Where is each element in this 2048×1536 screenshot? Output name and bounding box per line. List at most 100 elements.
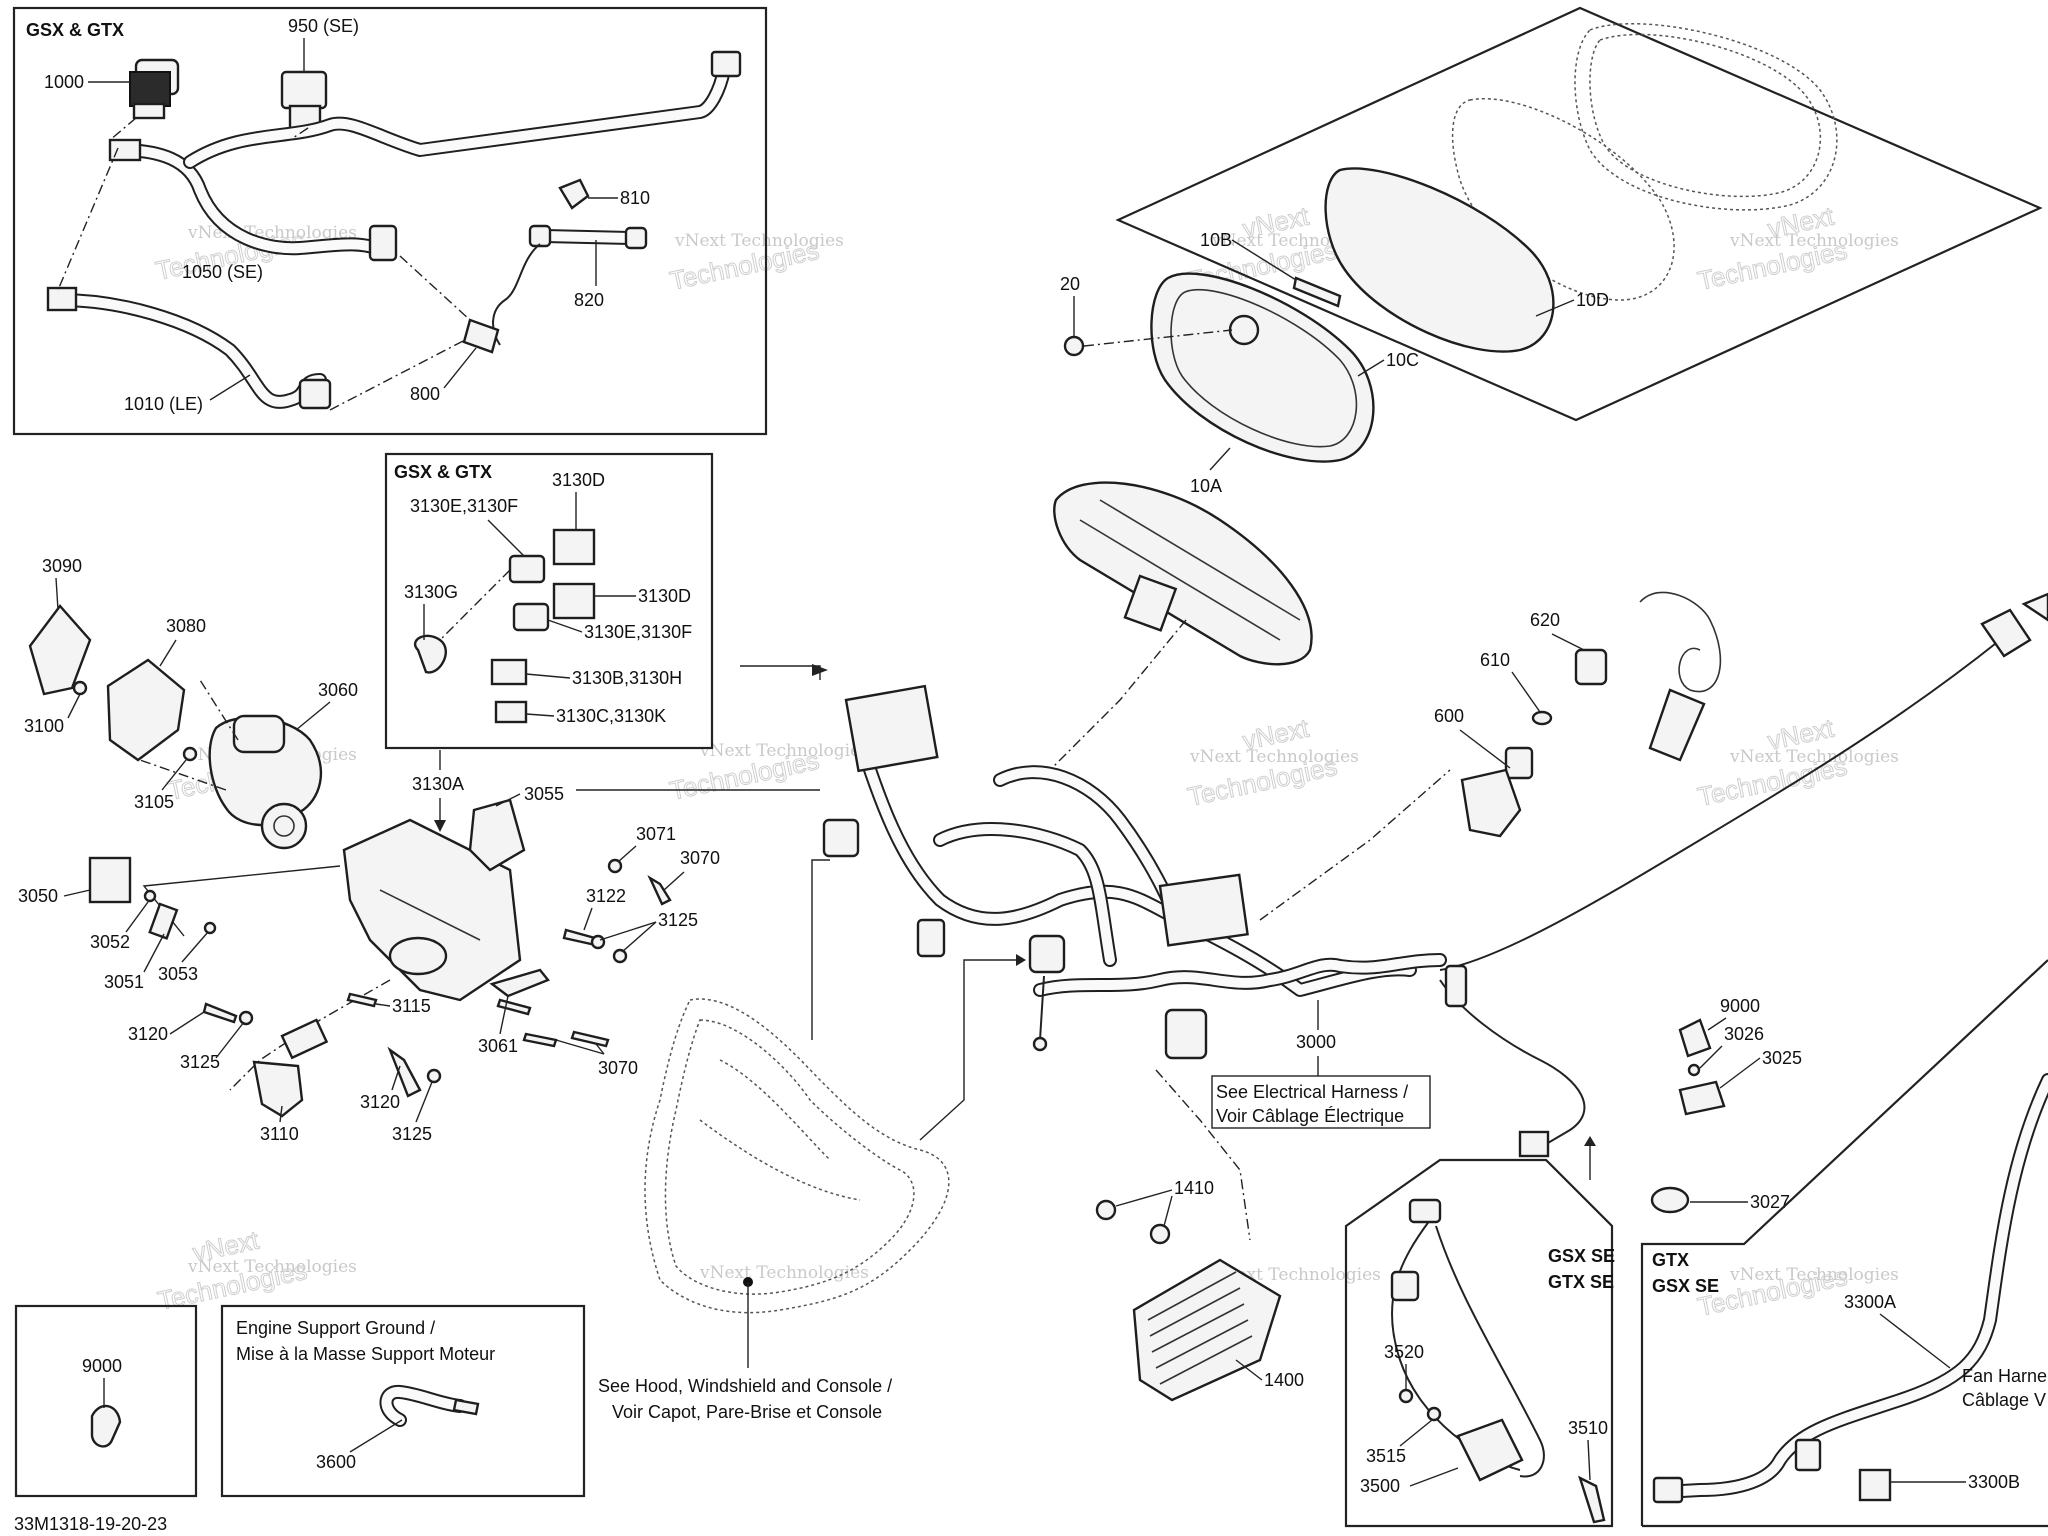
box-fan: GTX GSX SE 3300A Fan Harne Câblage V 330… <box>1640 959 2048 1528</box>
bolt-3510 <box>1577 1475 1606 1524</box>
part-label-3520: 3520 <box>1384 1342 1424 1362</box>
box-title: GSX & GTX <box>394 462 492 482</box>
part-label-810: 810 <box>620 188 650 208</box>
clip-9000 <box>1678 1018 1712 1058</box>
link-3061 <box>489 968 550 998</box>
connector-3130c <box>494 700 528 724</box>
connector-3130e-2 <box>512 602 550 632</box>
box-switches: GSX & GTX <box>12 6 768 436</box>
cluster-body-10a <box>1053 481 1313 666</box>
part-label-3600: 3600 <box>316 1452 356 1472</box>
fan-note-line2: Câblage V <box>1962 1390 2046 1410</box>
connector-800 <box>462 318 500 354</box>
nut-1410 <box>1149 1223 1171 1245</box>
part-label-3071: 3071 <box>636 824 676 844</box>
watermark: vNext Technologies <box>1189 747 1359 767</box>
switch-600 <box>1460 746 1534 838</box>
part-label-1050: 1050 (SE) <box>182 262 263 282</box>
part-label-1010: 1010 (LE) <box>124 394 203 414</box>
cluster-lens-10d <box>1324 167 1555 353</box>
screw-3100 <box>72 680 88 696</box>
arrow-3130a <box>434 820 446 832</box>
part-label-3130bh: 3130B,3130H <box>572 668 682 688</box>
diagram-id: 33M1318-19-20-23 <box>14 1514 167 1534</box>
harness-note-line1: See Electrical Harness / <box>1216 1082 1408 1102</box>
box-title-line2: GSX SE <box>1652 1276 1719 1296</box>
part-label-1400: 1400 <box>1264 1370 1304 1390</box>
fan-note-line1: Fan Harne <box>1962 1366 2047 1386</box>
part-label-3061: 3061 <box>478 1036 518 1056</box>
box-relays: GSX & GTX 3130D 3130E,3130F 3130G 3130D … <box>384 452 714 832</box>
part-label-10c: 10C <box>1386 350 1419 370</box>
part-label-3130g: 3130G <box>404 582 458 602</box>
watermark: vNext Technologies <box>699 741 869 761</box>
part-label-3100: 3100 <box>24 716 64 736</box>
box-title-line1: GSX SE <box>1548 1246 1615 1266</box>
box-title-line1: GTX <box>1652 1250 1689 1270</box>
watermark: vNext Technologies <box>1729 1265 1899 1285</box>
part-label-3510: 3510 <box>1568 1418 1608 1438</box>
ring-610 <box>1531 710 1553 726</box>
cable-800-wire <box>492 243 541 346</box>
clip-810 <box>558 178 590 210</box>
hood-note-line1: See Hood, Windshield and Console / <box>598 1376 892 1396</box>
bracket-10b <box>1292 276 1342 308</box>
harness-note-line2: Voir Câblage Électrique <box>1216 1106 1404 1126</box>
part-label-10b: 10B <box>1200 230 1232 250</box>
part-label-3027: 3027 <box>1750 1192 1790 1212</box>
wire-3130g <box>414 634 447 674</box>
screw-3105 <box>182 746 198 762</box>
part-label-3070-1: 3070 <box>680 848 720 868</box>
part-label-620: 620 <box>1530 610 1560 630</box>
watermark: vNext Technologies <box>187 1257 357 1277</box>
relay-3130d-1 <box>552 528 596 566</box>
part-label-1000: 1000 <box>44 72 84 92</box>
box-ground: Engine Support Ground / Mise à la Masse … <box>220 1304 586 1498</box>
part-label-3090: 3090 <box>42 556 82 576</box>
cluster-back-10d <box>1574 23 1838 211</box>
connector-3027-mate <box>1518 1130 1550 1158</box>
part-label-3300b: 3300B <box>1968 1472 2020 1492</box>
cluster-group: 10B 20 10D 10C 10A <box>1049 6 2043 771</box>
watermark: vNext Technologies <box>1729 747 1899 767</box>
part-label-3125-3: 3125 <box>392 1124 432 1144</box>
connector-top-right <box>1980 608 2032 658</box>
part-label-3105: 3105 <box>134 792 174 812</box>
ground-note-line1: Engine Support Ground / <box>236 1318 435 1338</box>
part-label-3053: 3053 <box>158 964 198 984</box>
part-label-3055: 3055 <box>524 784 564 804</box>
part-label-3026: 3026 <box>1724 1024 1764 1044</box>
cluster-outline <box>1115 6 2043 422</box>
bracket-3025 <box>1678 1080 1726 1116</box>
part-label-3080: 3080 <box>166 616 206 636</box>
part-label-3110: 3110 <box>260 1124 299 1144</box>
tether-group: 620 610 600 <box>1434 591 1722 838</box>
connector-3130b <box>490 658 528 686</box>
cluster-gasket <box>1451 98 1675 301</box>
part-label-9000-1: 9000 <box>1720 996 1760 1016</box>
washer-3052 <box>143 889 157 903</box>
box-title-line2: GTX SE <box>1548 1272 1614 1292</box>
fasteners <box>202 858 672 1098</box>
nut-3520 <box>1398 1388 1414 1404</box>
part-label-3515: 3515 <box>1366 1446 1406 1466</box>
part-label-3500: 3500 <box>1360 1476 1400 1496</box>
harness-fuse-box <box>844 684 939 773</box>
clip-9000 <box>90 1404 122 1448</box>
harness-connector <box>916 918 946 958</box>
part-label-3122: 3122 <box>586 886 626 906</box>
part-label-3025: 3025 <box>1762 1048 1802 1068</box>
part-label-3050: 3050 <box>18 886 58 906</box>
watermark: vNext Technologies <box>674 231 844 251</box>
harness-connector <box>1028 934 1066 974</box>
sensor-3110 <box>252 1018 329 1118</box>
part-label-10a: 10A <box>1190 476 1222 496</box>
ground-note-line2: Mise à la Masse Support Moteur <box>236 1344 495 1364</box>
part-label-3130d-2: 3130D <box>638 586 691 606</box>
cover-3090 <box>28 604 92 696</box>
part-label-1410: 1410 <box>1174 1178 1214 1198</box>
lanyard-620 <box>1574 648 1608 686</box>
part-label-3130ef-1: 3130E,3130F <box>410 496 518 516</box>
part-label-3130a: 3130A <box>412 774 464 794</box>
